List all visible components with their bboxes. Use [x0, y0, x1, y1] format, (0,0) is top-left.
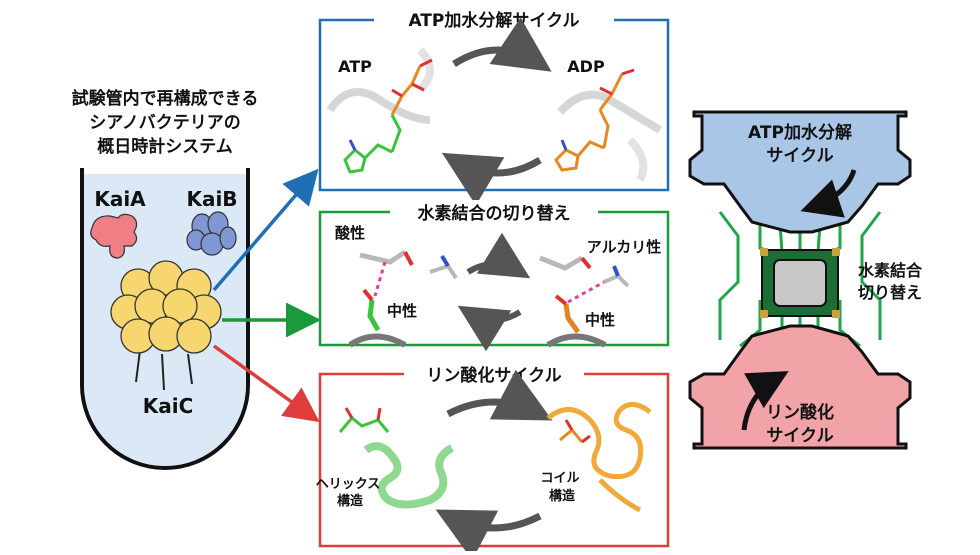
kaia-protein-icon	[90, 213, 138, 259]
protein-ribbon	[326, 88, 431, 124]
adp-molecule	[554, 68, 635, 172]
atp-label: ATP	[338, 57, 372, 76]
helix-label-line-2: 構造	[337, 493, 364, 509]
alkaline-residue	[539, 255, 584, 271]
atp-molecule	[343, 58, 433, 174]
coil-structure	[546, 402, 652, 513]
atp-gear-label-line-1: ATP加水分解	[748, 122, 852, 143]
protein-ribbon	[557, 90, 663, 134]
left-title-line-2: シアノバクテリアの	[89, 113, 240, 133]
left-title-line-1: 試験管内で再構成できる	[72, 88, 259, 109]
protein-ribbon	[627, 137, 648, 182]
kaib-protein-icon	[186, 211, 237, 256]
acidic-residue	[359, 249, 407, 265]
adp-label: ADP	[567, 57, 605, 76]
neutral-residue	[367, 299, 381, 332]
arrow-to-phos-panel	[212, 344, 320, 423]
kaic-protein-icon	[110, 260, 222, 391]
neutral-left-label: 中性	[387, 302, 417, 320]
chip-label-line-2: 切り替え	[858, 283, 922, 302]
coil-label-line-2: 構造	[549, 488, 576, 504]
phos-arrow-forward	[446, 369, 553, 421]
hbond-dashed	[373, 261, 387, 297]
kaic-label: KaiC	[143, 394, 194, 418]
gear-rotation-arrow-bottom	[741, 371, 789, 431]
arrow-to-atp-panel	[212, 168, 319, 292]
phos-panel: リン酸化サイクル ヘリックス 構造 コイル 構造	[316, 362, 670, 555]
hbond-panel-title: 水素結合の切り替え	[418, 203, 571, 224]
phos-gear-label-line-2: サイクル	[766, 426, 833, 446]
alkaline-label: アルカリ性	[587, 238, 661, 256]
atp-panel: ATP加水分解サイクル ATP ADP	[318, 8, 670, 206]
helix-structure	[338, 407, 454, 509]
chip-label-line-1: 水素結合	[858, 261, 923, 280]
phos-gear-label-line-1: リン酸化	[766, 402, 834, 423]
neutral-right-label: 中性	[585, 311, 615, 329]
kaia-label: KaiA	[94, 187, 146, 211]
protein-ribbon	[417, 47, 434, 93]
cycle-arrow-forward	[452, 17, 552, 72]
gear-rotation-arrow-top	[800, 169, 857, 218]
atp-panel-title: ATP加水分解サイクル	[408, 10, 579, 31]
hbond-chip-icon	[760, 248, 840, 318]
coil-label-line-1: コイル	[540, 471, 579, 486]
atp-gear-label-line-2: サイクル	[766, 146, 833, 166]
phos-panel-title: リン酸化サイクル	[426, 365, 561, 386]
switch-arrow-forward	[466, 232, 531, 279]
hbond-dashed-right	[567, 280, 605, 304]
helix-label-line-1: ヘリックス	[316, 477, 381, 492]
kaib-label: KaiB	[186, 187, 237, 211]
phos-arrow-back	[435, 509, 542, 555]
atp-gear-icon	[688, 110, 912, 234]
left-title: 試験管内で再構成できる シアノバクテリアの 概日時計システム	[72, 88, 259, 157]
left-title-line-3: 概日時計システム	[97, 136, 233, 157]
acidic-label: 酸性	[335, 224, 365, 242]
hbond-panel: 水素結合の切り替え 酸性 中性 アルカリ性 中性	[318, 200, 670, 352]
switch-arrow-back	[457, 305, 522, 352]
cycle-arrow-back	[441, 152, 542, 206]
neutral-residue-right	[563, 303, 581, 334]
